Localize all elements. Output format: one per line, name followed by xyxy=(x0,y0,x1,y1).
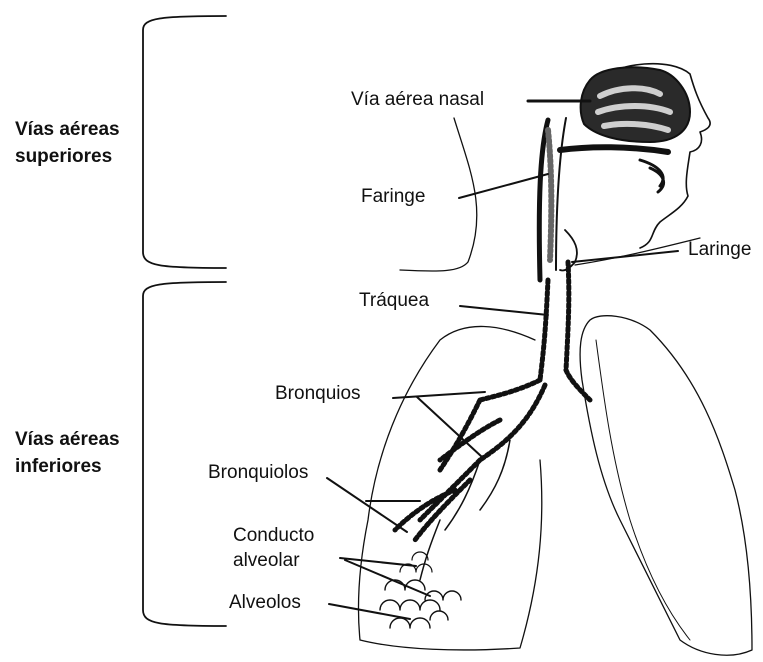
label-bronchioles: Bronquiolos xyxy=(208,462,308,484)
label-larynx: Laringe xyxy=(688,239,751,261)
tongue xyxy=(640,160,664,192)
lower-airways-label: Vías aéreas inferiores xyxy=(15,426,120,480)
leader-traquea xyxy=(460,306,548,315)
upper-airways-line1: Vías aéreas xyxy=(15,116,120,143)
label-alveolar-duct-line2: alveolar xyxy=(233,550,300,572)
trachea xyxy=(540,262,569,380)
label-nasal-airway: Vía aérea nasal xyxy=(351,89,484,111)
lower-airways-line2: inferiores xyxy=(15,453,120,480)
upper-airway-bracket xyxy=(143,16,226,268)
label-pharynx: Faringe xyxy=(361,186,425,208)
label-trachea: Tráquea xyxy=(359,290,429,312)
lower-airways-line1: Vías aéreas xyxy=(15,426,120,453)
alveoli-cluster xyxy=(380,580,461,628)
lower-airway-bracket xyxy=(143,282,226,626)
leader-bronquios xyxy=(393,392,485,457)
upper-airways-line2: superiores xyxy=(15,143,120,170)
leader-alveolos xyxy=(329,604,410,619)
neck-front xyxy=(575,238,700,265)
upper-airways-label: Vías aéreas superiores xyxy=(15,116,120,170)
palate xyxy=(560,147,668,152)
leader-laringe xyxy=(572,251,678,262)
label-alveolar-duct-line1: Conducto xyxy=(233,525,314,547)
label-alveoli: Alveolos xyxy=(229,592,301,614)
label-bronchi: Bronquios xyxy=(275,383,361,405)
